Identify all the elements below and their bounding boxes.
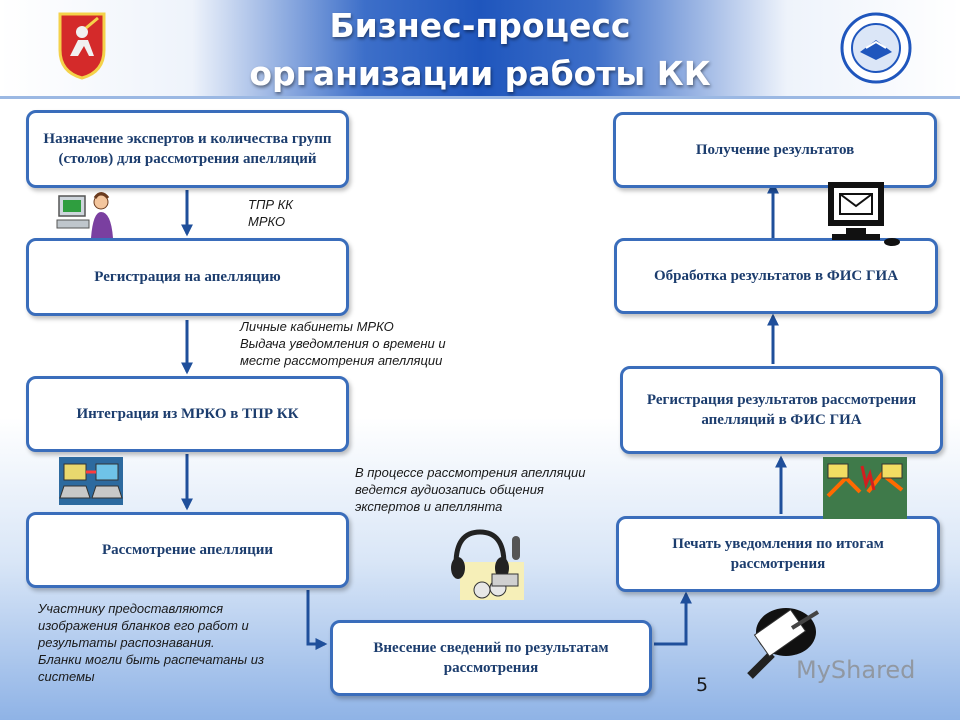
data-exchange-icon xyxy=(823,457,907,519)
moscow-quality-center-seal-icon xyxy=(840,12,912,84)
step-appeal-registration: Регистрация на апелляцию xyxy=(26,238,349,316)
moscow-coat-of-arms-icon xyxy=(58,12,106,80)
step-enter-results: Внесение сведений по результатам рассмот… xyxy=(330,620,652,696)
step-get-results: Получение результатов xyxy=(613,112,937,188)
computer-operator-icon xyxy=(56,192,113,238)
step-print-notice: Печать уведомления по итогам рассмотрени… xyxy=(616,516,940,592)
scanner-printer-icon xyxy=(747,608,820,679)
arrow-b5-b6 xyxy=(654,591,692,646)
page-title: Бизнес-процесс организации работы КК xyxy=(200,2,760,98)
network-computers-icon xyxy=(59,457,123,505)
headphones-audio-icon xyxy=(451,529,524,600)
header-banner: Бизнес-процесс организации работы КК xyxy=(0,0,960,99)
watermark-logo: MyShared xyxy=(796,656,916,684)
page-number: 5 xyxy=(696,674,709,696)
step-appeal-review: Рассмотрение апелляции xyxy=(26,512,349,588)
note-participant-images: Участнику предоставляются изображения бл… xyxy=(38,601,264,684)
step-register-fis: Регистрация результатов рассмотрения апе… xyxy=(620,366,943,454)
arrow-b4-b5 xyxy=(306,590,328,650)
note-audio-recording: В процессе рассмотрения апелляции ведетс… xyxy=(355,465,586,514)
step-integration-mrko: Интеграция из МРКО в ТПР КК xyxy=(26,376,349,452)
step-assign-experts: Назначение экспертов и количества групп … xyxy=(26,110,349,188)
monitor-mail-icon xyxy=(828,182,900,246)
title-line-2: организации работы КК xyxy=(249,54,711,93)
note-personal-accounts: Личные кабинеты МРКО Выдача уведомления … xyxy=(240,319,446,368)
title-line-1: Бизнес-процесс xyxy=(329,6,631,45)
note-systems: ТПР КК МРКО xyxy=(248,197,293,229)
step-process-fis: Обработка результатов в ФИС ГИА xyxy=(614,238,938,314)
